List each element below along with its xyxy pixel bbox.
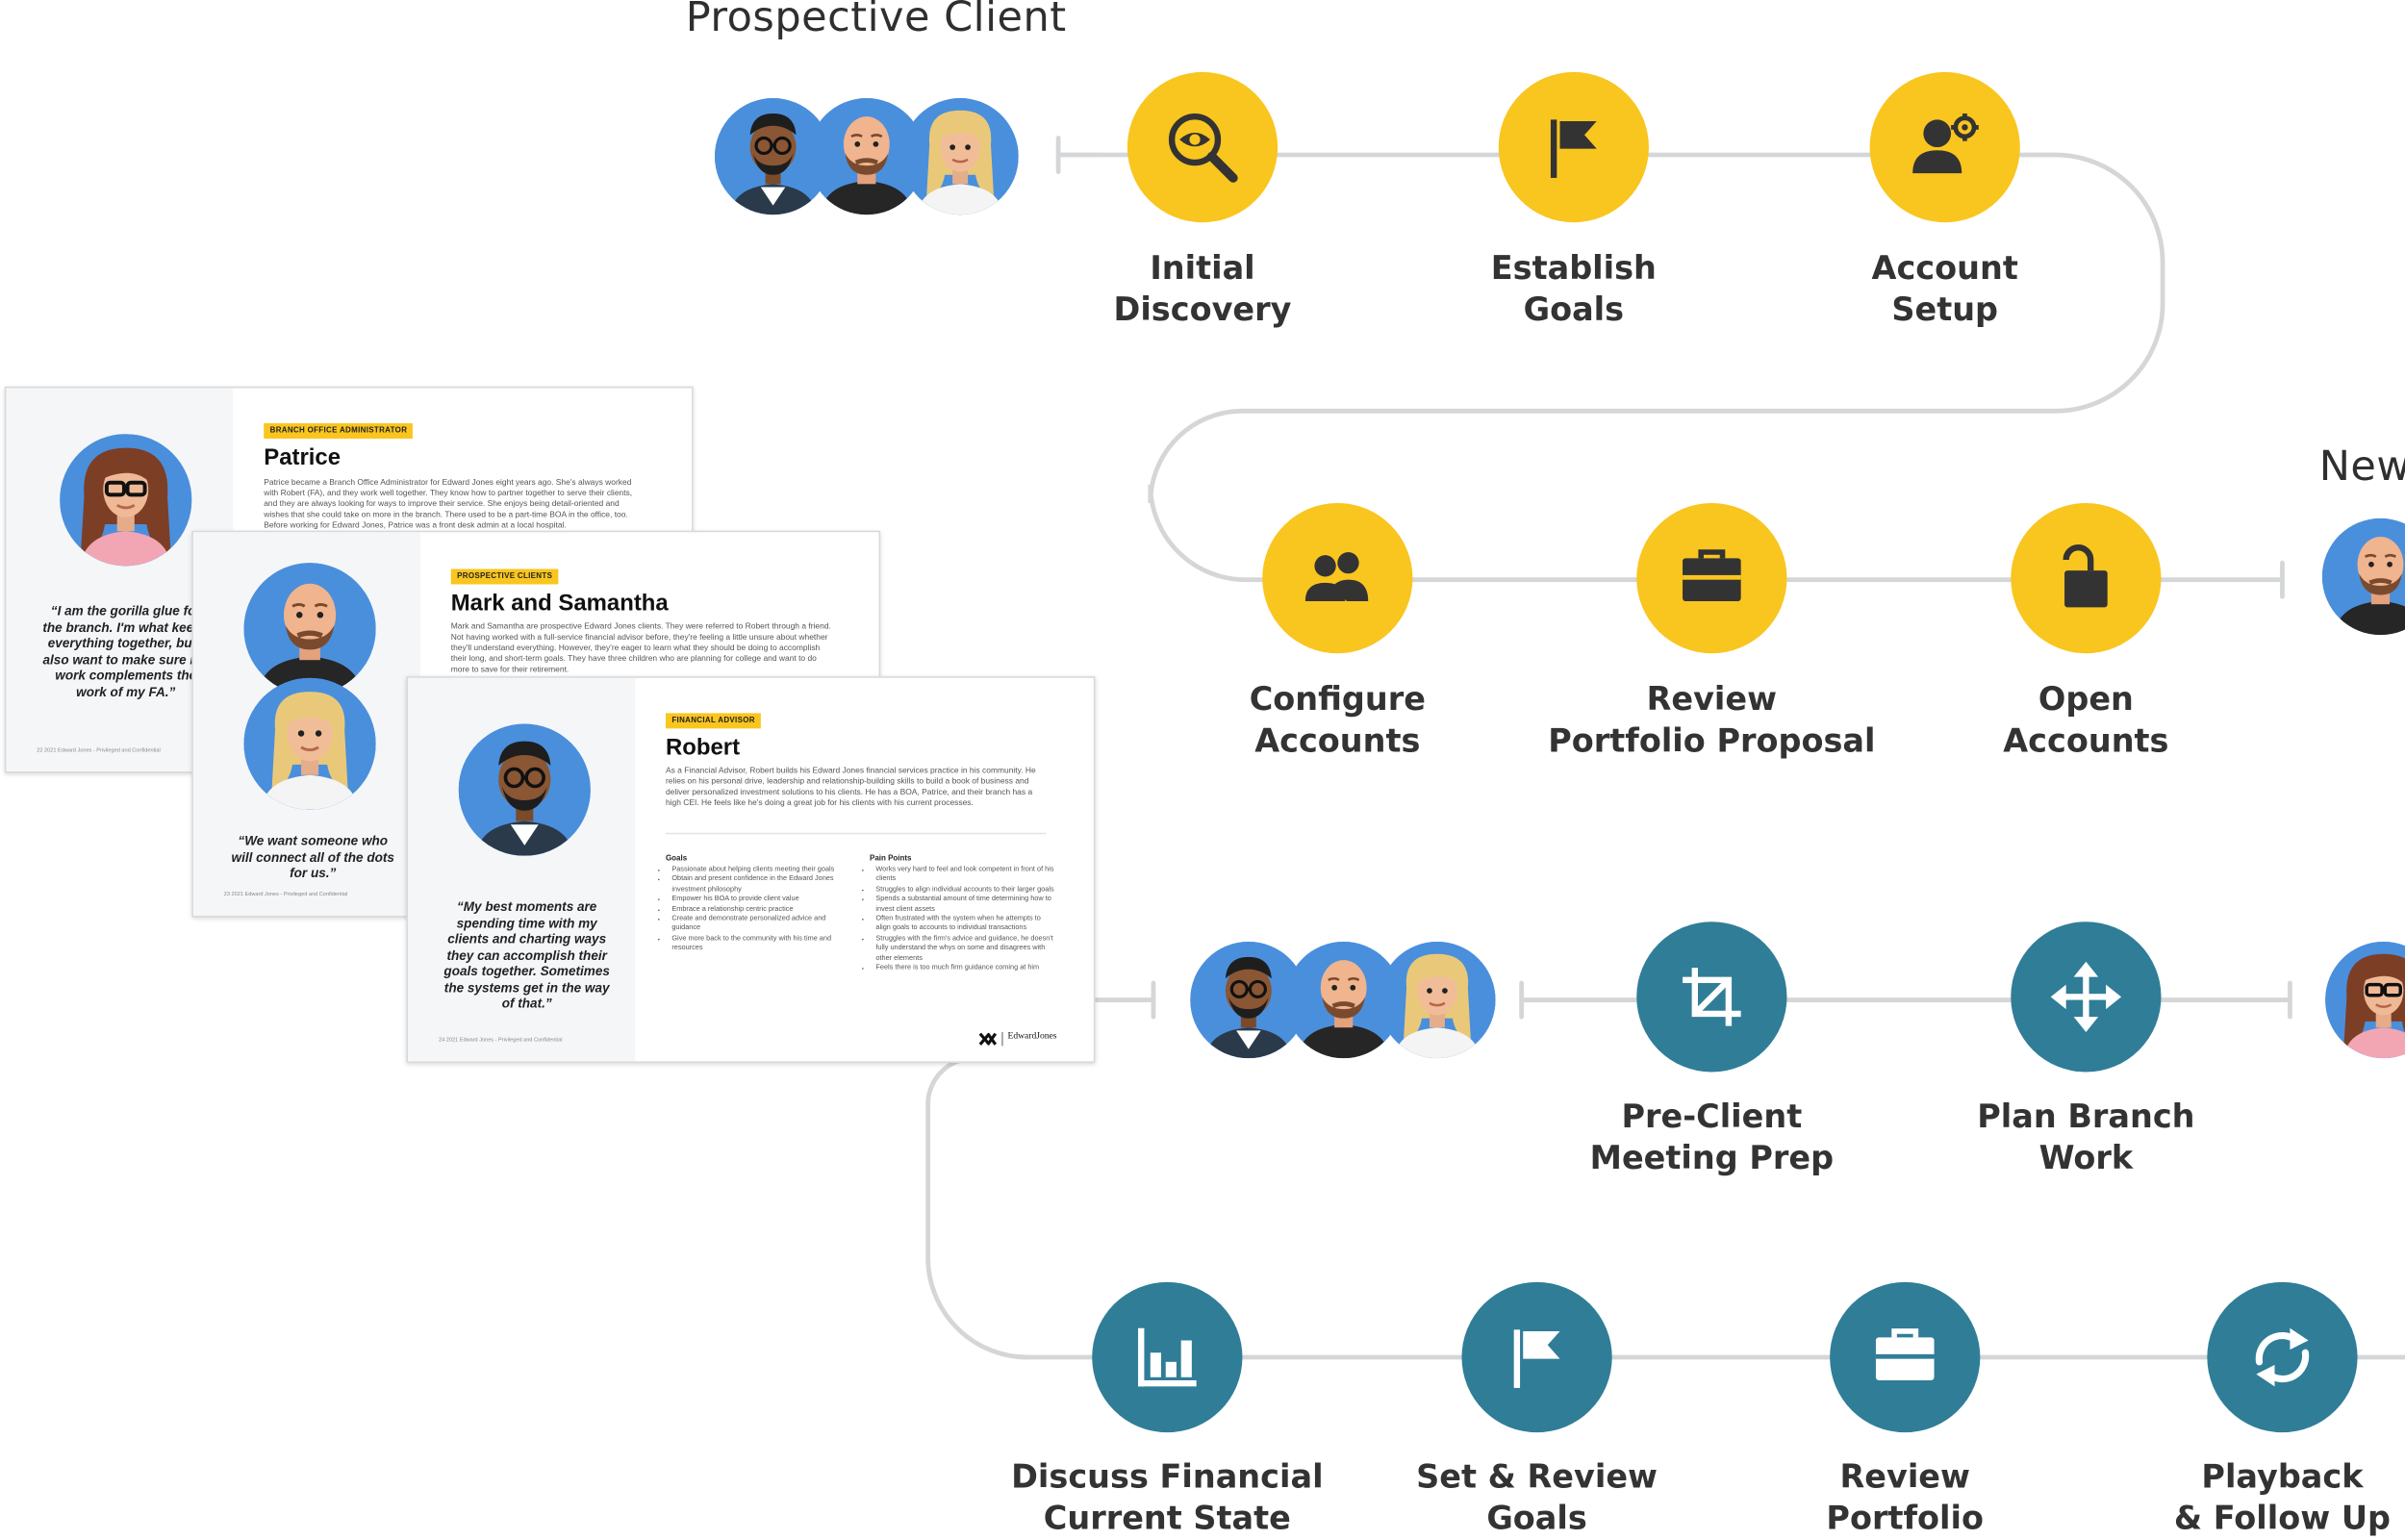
node-playback-follow-up[interactable] xyxy=(2207,1281,2358,1433)
robert-footer: 24 2021 Edward Jones - Privileged and Co… xyxy=(438,1036,563,1044)
bar-chart-icon xyxy=(1138,1327,1197,1387)
node-review-portfolio-proposal[interactable] xyxy=(1636,502,1787,654)
patrice-avatar-icon xyxy=(60,434,191,566)
robert-pain-points-list: Works very hard to feel and look compete… xyxy=(867,865,1057,972)
avatar-samantha-meeting xyxy=(1379,941,1496,1059)
samantha-avatar-icon xyxy=(244,678,376,810)
list-item: Obtain and present confidence in the Edw… xyxy=(671,874,848,894)
node-configure-accounts[interactable] xyxy=(1262,502,1413,654)
briefcase-icon xyxy=(1683,549,1741,602)
node-set-review-goals[interactable] xyxy=(1461,1281,1612,1433)
edward-jones-logo-icon xyxy=(978,1032,998,1046)
mark-samantha-footer: 23 2021 Edward Jones - Privileged and Co… xyxy=(223,891,348,897)
list-item: Embrace a relationship centric practice xyxy=(671,904,848,914)
patrice-quote: “I am the gorilla glue for the branch. I… xyxy=(42,602,210,699)
user-gear-icon xyxy=(1912,113,1979,174)
new-client-heading: New xyxy=(2318,442,2405,492)
flag-icon xyxy=(1513,1329,1560,1388)
robert-pain-points-title: Pain Points xyxy=(870,854,912,864)
mark-samantha-role-tag: PROSPECTIVE CLIENTS xyxy=(450,568,559,585)
node-open-accounts[interactable] xyxy=(2011,502,2162,654)
robert-goals-title: Goals xyxy=(665,854,688,864)
patrice-role-tag: BRANCH OFFICE ADMINISTRATOR xyxy=(264,423,414,439)
list-item: Empower his BOA to provide client value xyxy=(671,895,848,904)
patrice-avatar xyxy=(60,434,192,567)
samantha-avatar-icon xyxy=(1379,942,1495,1058)
patrice-footer: 22 2021 Edward Jones - Privileged and Co… xyxy=(37,746,161,753)
list-item: Feels there is too much firm guidance co… xyxy=(875,963,1056,972)
robert-goals-list: Passionate about helping clients meeting… xyxy=(663,865,848,953)
robert-avatar xyxy=(458,723,591,856)
list-item: Passionate about helping clients meeting… xyxy=(671,865,848,874)
list-item: Often frustrated with the system when he… xyxy=(875,914,1056,933)
prospective-client-heading: Prospective Client xyxy=(685,0,1067,42)
logo-divider xyxy=(1001,1032,1003,1047)
list-item: Struggles with the firm's advice and gui… xyxy=(875,934,1056,964)
list-item: Spends a substantial amount of time dete… xyxy=(875,895,1056,914)
mark-samantha-bio: Mark and Samantha are prospective Edward… xyxy=(450,622,831,675)
robert-divider xyxy=(665,832,1047,835)
unlock-icon xyxy=(2063,544,2108,608)
mark-samantha-name: Mark and Samantha xyxy=(450,590,669,617)
node-initial-discovery[interactable] xyxy=(1127,71,1278,223)
mark-avatar xyxy=(243,563,376,695)
move-arrows-icon xyxy=(2050,961,2122,1033)
node-pre-client-meeting-prep[interactable] xyxy=(1636,921,1787,1073)
refresh-icon xyxy=(2255,1327,2310,1387)
node-establish-goals[interactable] xyxy=(1498,71,1649,223)
flag-icon xyxy=(1550,119,1597,178)
node-review-portfolio[interactable] xyxy=(1830,1281,1981,1433)
list-item: Works very hard to feel and look compete… xyxy=(875,865,1056,884)
patrice-bio: Patrice became a Branch Office Administr… xyxy=(264,478,633,531)
node-plan-branch-work[interactable] xyxy=(2011,921,2162,1073)
avatar-samantha xyxy=(901,98,1019,215)
patrice-name: Patrice xyxy=(264,444,342,471)
label-playback-follow-up: Playback& Follow Up xyxy=(2173,1458,2391,1537)
samantha-avatar xyxy=(243,677,376,810)
robert-avatar-icon xyxy=(459,724,591,856)
users-icon xyxy=(1304,551,1369,602)
magnifier-eye-icon xyxy=(1168,113,1238,183)
list-item: Create and demonstrate personalized advi… xyxy=(671,914,848,933)
edward-jones-brand: EdwardJones xyxy=(1007,1032,1057,1042)
persona-card-robert[interactable]: “My best moments are spending time with … xyxy=(406,676,1096,1063)
crop-icon xyxy=(1683,968,1741,1026)
node-discuss-financial-current-state[interactable] xyxy=(1092,1281,1243,1433)
list-item: Struggles to align individual accounts t… xyxy=(875,885,1056,895)
robert-name: Robert xyxy=(665,734,741,761)
mark-samantha-quote: “We want someone who will connect all of… xyxy=(231,832,394,881)
robert-quote: “My best moments are spending time with … xyxy=(443,898,610,1011)
briefcase-icon xyxy=(1875,1328,1935,1380)
samantha-avatar-icon xyxy=(902,98,1019,215)
mark-avatar-icon xyxy=(244,563,376,694)
robert-role-tag: FINANCIAL ADVISOR xyxy=(665,713,762,729)
list-item: Give more back to the community with his… xyxy=(671,934,848,953)
robert-bio: As a Financial Advisor, Robert builds hi… xyxy=(665,767,1036,809)
node-account-setup[interactable] xyxy=(1869,71,2020,223)
